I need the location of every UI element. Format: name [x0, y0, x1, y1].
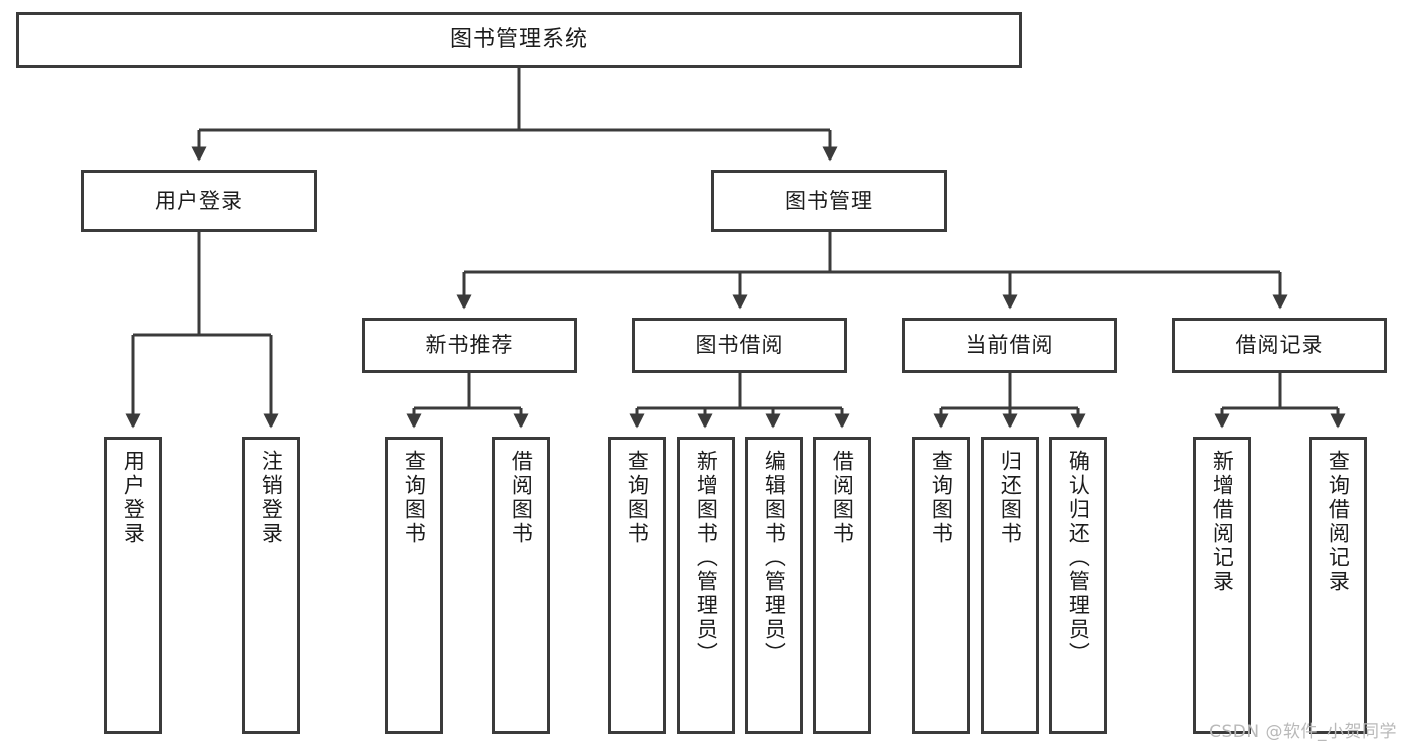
node-book-management[interactable]: 图书管理: [711, 170, 947, 232]
node-label: 当前借阅: [965, 333, 1054, 358]
node-label: 查询图书: [402, 450, 427, 546]
leaf-current-query-book[interactable]: 查询图书: [912, 437, 970, 734]
node-label: 查询借阅记录: [1326, 450, 1351, 594]
leaf-borrow-edit-book-admin[interactable]: 编辑图书（管理员）: [745, 437, 803, 734]
node-label: 图书管理系统: [449, 27, 588, 53]
leaf-newbook-borrow-book[interactable]: 借阅图书: [492, 437, 550, 734]
leaf-borrow-borrow-book[interactable]: 借阅图书: [813, 437, 871, 734]
node-label: 图书借阅: [695, 333, 784, 358]
node-user-login[interactable]: 用户登录: [81, 170, 317, 232]
node-borrow-records[interactable]: 借阅记录: [1172, 318, 1387, 373]
node-label: 查询图书: [929, 450, 954, 546]
node-label: 借阅图书: [509, 450, 534, 546]
leaf-user-login[interactable]: 用户登录: [104, 437, 162, 734]
leaf-current-confirm-return-admin[interactable]: 确认归还（管理员）: [1049, 437, 1107, 734]
leaf-user-logout[interactable]: 注销登录: [242, 437, 300, 734]
node-label: 归还图书: [998, 450, 1023, 546]
node-label: 新增借阅记录: [1210, 450, 1235, 594]
leaf-current-return-book[interactable]: 归还图书: [981, 437, 1039, 734]
leaf-borrow-query-book[interactable]: 查询图书: [608, 437, 666, 734]
node-label: 新书推荐: [425, 333, 514, 358]
node-label: 借阅图书: [830, 450, 855, 546]
node-label: 借阅记录: [1235, 333, 1324, 358]
node-book-borrow[interactable]: 图书借阅: [632, 318, 847, 373]
node-label: 用户登录: [121, 450, 146, 546]
node-label: 编辑图书（管理员）: [762, 450, 787, 666]
node-label: 查询图书: [625, 450, 650, 546]
leaf-records-query-record[interactable]: 查询借阅记录: [1309, 437, 1367, 734]
leaf-records-add-record[interactable]: 新增借阅记录: [1193, 437, 1251, 734]
node-label: 确认归还（管理员）: [1066, 450, 1091, 666]
node-label: 图书管理: [785, 188, 873, 213]
node-label: 注销登录: [259, 450, 284, 546]
node-label: 新增图书（管理员）: [694, 450, 719, 666]
node-new-book-recommend[interactable]: 新书推荐: [362, 318, 577, 373]
leaf-borrow-add-book-admin[interactable]: 新增图书（管理员）: [677, 437, 735, 734]
node-current-borrow[interactable]: 当前借阅: [902, 318, 1117, 373]
node-root-system[interactable]: 图书管理系统: [16, 12, 1022, 68]
node-label: 用户登录: [155, 188, 243, 213]
leaf-newbook-query-book[interactable]: 查询图书: [385, 437, 443, 734]
